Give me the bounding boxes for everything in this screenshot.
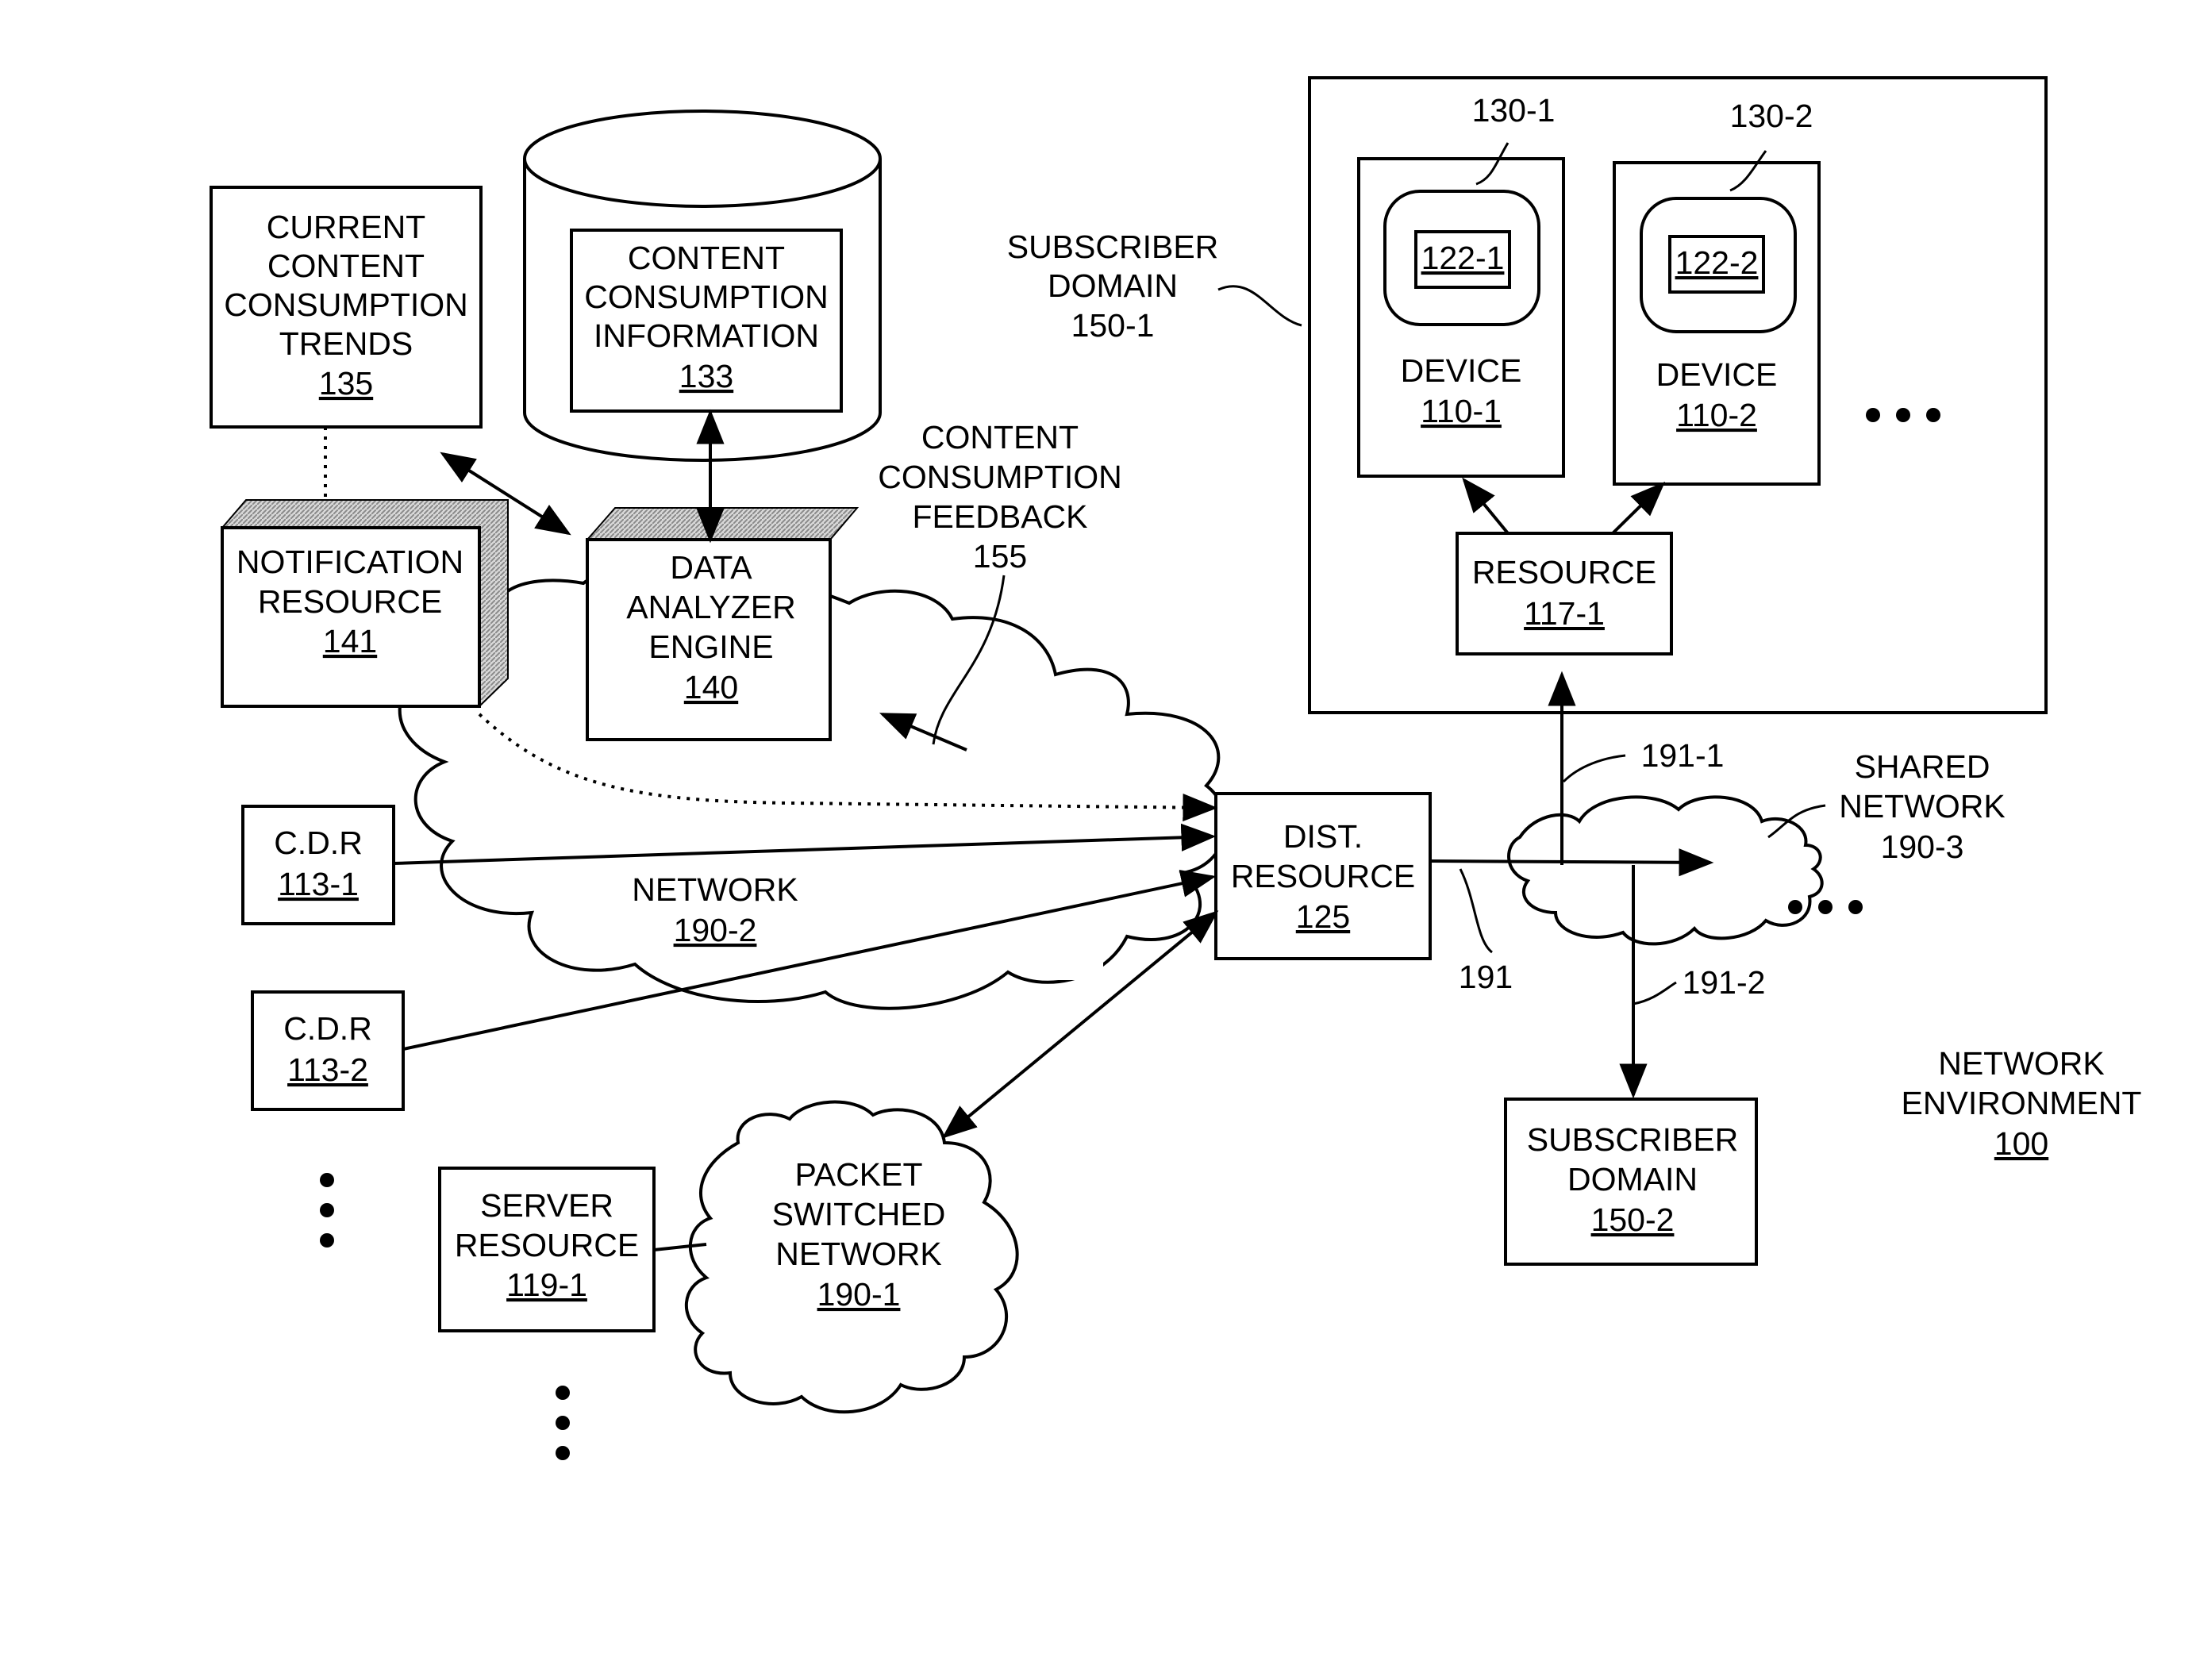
server-line-2: RESOURCE <box>455 1227 639 1263</box>
trends-line-2: CONTENT <box>267 248 425 284</box>
subscriber-2-line-1: SUBSCRIBER <box>1527 1121 1739 1158</box>
shared-line-1: SHARED <box>1855 748 1990 785</box>
dist-line-2: RESOURCE <box>1231 858 1415 894</box>
cdr-1-ref: 113-1 <box>278 866 359 902</box>
device-2-label: DEVICE <box>1656 356 1778 393</box>
subscriber-2-line-2: DOMAIN <box>1567 1161 1698 1198</box>
trends-line-1: CURRENT <box>267 209 425 245</box>
device-1-screen: 122-1 <box>1421 240 1505 276</box>
shared-line-2: NETWORK <box>1839 788 2006 825</box>
feedback-line-3: FEEDBACK <box>913 498 1088 535</box>
trends-ref: 135 <box>319 365 373 402</box>
link-191-1: 191-1 <box>1641 737 1725 774</box>
notification-line-2: RESOURCE <box>258 583 442 620</box>
device-1-label: DEVICE <box>1401 352 1522 389</box>
network-ref: 190-2 <box>674 912 757 948</box>
packet-line-2: SWITCHED <box>772 1196 946 1232</box>
dist-ref: 125 <box>1296 898 1350 935</box>
device-2-screen: 122-2 <box>1675 244 1759 281</box>
resource-box <box>1457 533 1671 654</box>
shared-network-cloud <box>1509 797 1822 944</box>
info-line-1: CONTENT <box>628 240 785 276</box>
trends-line-4: TRENDS <box>279 325 413 362</box>
resource-label: RESOURCE <box>1472 554 1656 590</box>
packet-line-3: NETWORK <box>775 1236 942 1272</box>
packet-line-1: PACKET <box>795 1156 923 1193</box>
cdr-2-label: C.D.R <box>283 1010 372 1047</box>
feedback-ref: 155 <box>973 538 1027 575</box>
ellipsis-cdr <box>320 1173 334 1248</box>
ellipsis-server <box>556 1386 570 1460</box>
env-label: NETWORK ENVIRONMENT 100 <box>1902 1045 2142 1162</box>
feedback-line-2: CONSUMPTION <box>878 459 1122 495</box>
ellipsis-devices <box>1866 408 1940 422</box>
env-line-1: NETWORK <box>1938 1045 2105 1082</box>
device-2-callout: 130-2 <box>1730 98 1813 134</box>
analyzer-ref: 140 <box>684 669 738 705</box>
network-label: NETWORK <box>632 871 798 908</box>
info-ref: 133 <box>679 358 733 394</box>
shared-ref: 190-3 <box>1881 828 1964 865</box>
device-1-callout: 130-1 <box>1472 92 1556 129</box>
subscriber-2-ref: 150-2 <box>1591 1201 1675 1238</box>
info-line-3: INFORMATION <box>594 317 819 354</box>
feedback-line-1: CONTENT <box>921 419 1079 456</box>
shared-label: SHARED NETWORK 190-3 <box>1839 748 2006 865</box>
notification-line-1: NOTIFICATION <box>237 544 463 580</box>
env-ref: 100 <box>1994 1125 2048 1162</box>
analyzer-line-1: DATA <box>670 549 752 586</box>
env-line-2: ENVIRONMENT <box>1902 1085 2142 1121</box>
link-191-2: 191-2 <box>1683 964 1766 1001</box>
trends-line-3: CONSUMPTION <box>224 286 468 323</box>
info-line-2: CONSUMPTION <box>584 279 829 315</box>
resource-ref: 117-1 <box>1524 595 1605 632</box>
subscriber-1-label: SUBSCRIBER DOMAIN 150-1 <box>1007 229 1219 344</box>
link-191: 191 <box>1459 959 1513 995</box>
dist-line-1: DIST. <box>1283 818 1363 855</box>
analyzer-line-3: ENGINE <box>648 629 773 665</box>
subscriber-1-line-1: SUBSCRIBER <box>1007 229 1219 265</box>
ellipsis-shared <box>1788 900 1863 914</box>
server-ref: 119-1 <box>506 1267 587 1303</box>
device-2-ref: 110-2 <box>1676 397 1757 433</box>
server-line-1: SERVER <box>480 1187 613 1224</box>
notification-ref: 141 <box>323 623 377 659</box>
analyzer-line-2: ANALYZER <box>626 589 795 625</box>
subscriber-1-line-2: DOMAIN <box>1048 267 1178 304</box>
device-1-ref: 110-1 <box>1421 393 1502 429</box>
packet-ref: 190-1 <box>817 1276 901 1313</box>
cdr-1-label: C.D.R <box>274 825 363 861</box>
feedback-label: CONTENT CONSUMPTION FEEDBACK 155 <box>878 419 1122 575</box>
cdr-2-ref: 113-2 <box>287 1051 368 1088</box>
subscriber-1-ref: 150-1 <box>1071 307 1155 344</box>
